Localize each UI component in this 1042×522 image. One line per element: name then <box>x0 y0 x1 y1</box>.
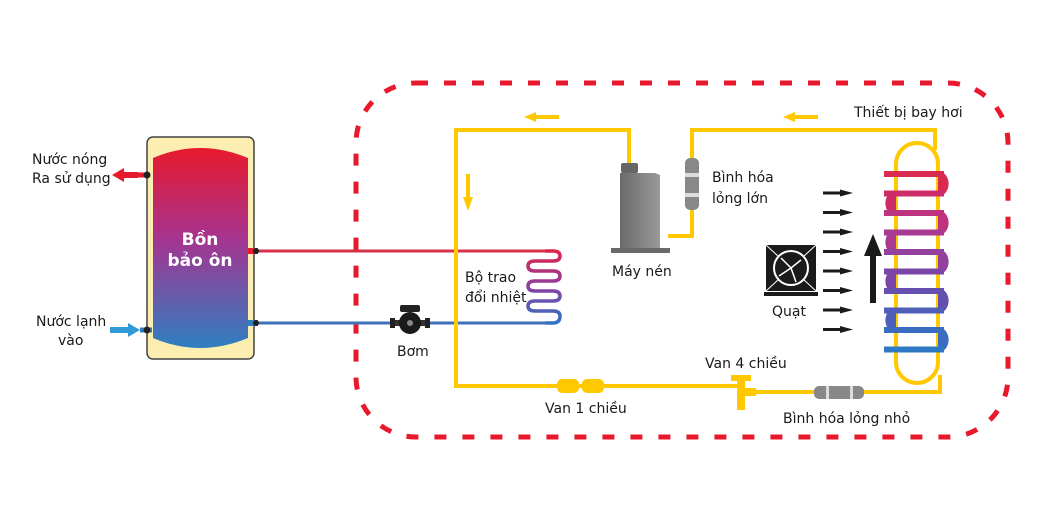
check-valve-label: Van 1 chiều <box>545 400 627 417</box>
four-way-valve-icon <box>731 375 756 410</box>
check-valve-icon <box>557 379 604 393</box>
tank-label-line2: bảo ôn <box>167 251 232 271</box>
airflow-arrow-icon <box>840 287 853 294</box>
evaporator-tube <box>884 171 944 177</box>
evaporator-bend <box>938 249 949 275</box>
airflow-arrow-shaft <box>823 230 841 234</box>
evaporator-tube <box>884 327 944 333</box>
flow-arrow-down-icon <box>463 197 473 211</box>
evaporator-tube <box>884 249 944 255</box>
heat-exchanger-coil <box>526 249 562 325</box>
evaporator-bend <box>885 190 896 216</box>
airflow-arrow-icon <box>840 326 853 333</box>
compressor-label: Máy nén <box>612 264 672 280</box>
small-receiver-label: Bình hóa lỏng nhỏ <box>783 411 910 427</box>
airflow-arrow-icon <box>840 228 853 236</box>
small-receiver-icon <box>814 386 864 399</box>
cold-water-inlet <box>110 323 152 337</box>
evaporator-tube <box>884 268 944 275</box>
evaporator-bend <box>938 327 949 353</box>
evaporator-tube <box>884 229 944 236</box>
airflow-arrow-shaft <box>823 328 841 331</box>
hot-water-out-arrow-icon <box>112 168 124 182</box>
airflow-arrow-shaft <box>823 250 841 253</box>
large-receiver-label-line1: Bình hóa <box>712 170 774 186</box>
evaporator-tube <box>884 288 944 294</box>
evaporator-bend <box>938 288 949 314</box>
evaporator-tube <box>884 210 944 216</box>
heat-exchanger-label-line2: đổi nhiệt <box>465 289 527 306</box>
hot-water-outlet <box>112 168 151 182</box>
evaporator-tube <box>884 190 944 197</box>
evaporator-tube <box>884 307 944 314</box>
evaporator-bend <box>885 229 896 255</box>
airflow-arrow-shaft <box>823 289 841 292</box>
fan-label: Quạt <box>772 304 806 320</box>
airflow-up-arrow-icon <box>864 234 882 303</box>
pump-icon <box>390 305 430 334</box>
heat-exchanger-label-line1: Bộ trao <box>465 270 516 286</box>
four-way-valve-label: Van 4 chiều <box>705 355 787 372</box>
evaporator-bend <box>885 307 896 333</box>
cold-water-in-arrow-icon <box>128 323 140 337</box>
airflow-arrow-icon <box>840 267 853 275</box>
evaporator-bend <box>938 171 949 197</box>
flow-arrows <box>463 112 818 211</box>
hot-water-out-label-line1: Nước nóng <box>32 152 107 168</box>
flow-arrow-left-icon <box>783 112 795 122</box>
tank-label-line1: Bồn <box>182 229 219 250</box>
airflow-arrow-shaft <box>823 308 841 312</box>
evaporator-coil <box>884 141 949 385</box>
large-receiver-icon <box>685 158 699 210</box>
evaporator-bend <box>938 210 949 236</box>
airflow-arrow-icon <box>840 248 853 255</box>
airflow-arrow-icon <box>840 209 853 216</box>
evaporator-bend <box>885 268 896 294</box>
hot-water-out-label-line2: Ra sử dụng <box>32 171 111 187</box>
flow-arrow-left-icon <box>524 112 536 122</box>
airflow-arrow-shaft <box>823 211 841 214</box>
cold-water-in-label-line1: Nước lạnh <box>36 314 106 330</box>
evaporator-label: Thiết bị bay hơi <box>853 104 963 121</box>
storage-tank: Bồn bảo ôn <box>146 136 255 360</box>
compressor-icon <box>611 163 670 253</box>
large-receiver-label-line2: lỏng lớn <box>712 191 768 207</box>
airflow-arrow-shaft <box>823 269 841 273</box>
airflow-arrows <box>823 189 853 333</box>
evaporator-tube <box>884 346 944 353</box>
cold-water-in-label-line2: vào <box>58 333 83 349</box>
pump-label: Bơm <box>397 344 429 360</box>
airflow-arrow-shaft <box>823 191 841 195</box>
airflow-arrow-icon <box>840 189 853 197</box>
airflow-arrow-icon <box>840 306 853 314</box>
fan-icon <box>764 244 818 296</box>
refrigerant-loop <box>454 128 942 394</box>
